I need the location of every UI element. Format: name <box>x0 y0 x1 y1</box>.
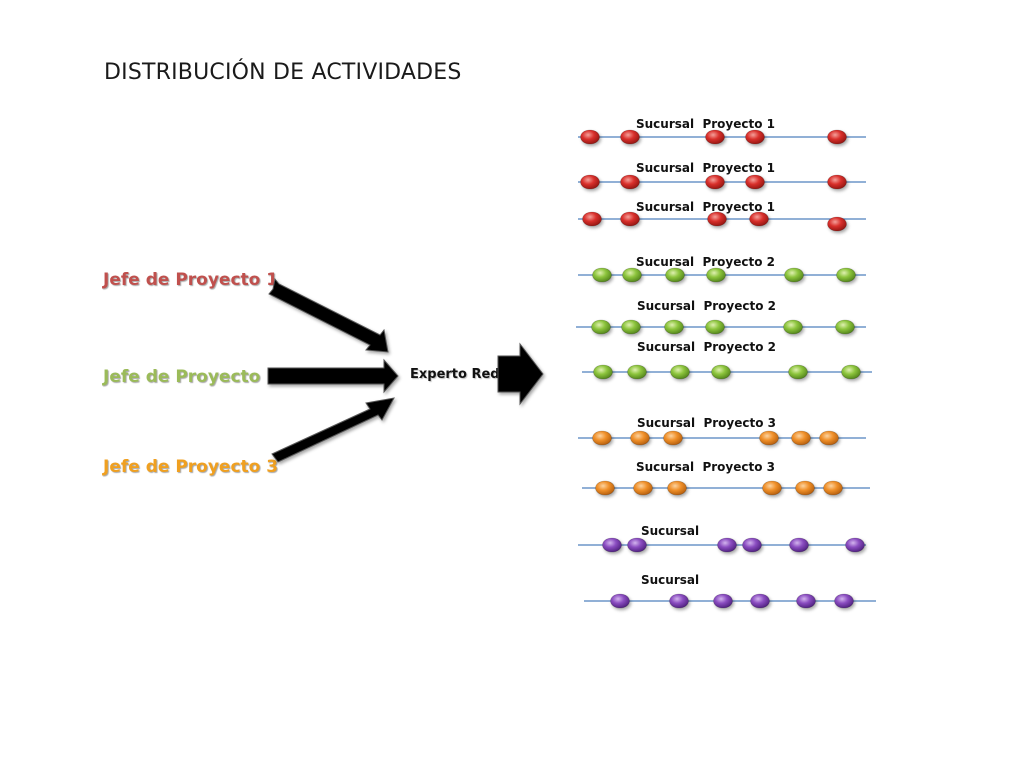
activity-dot <box>705 129 725 145</box>
activity-dot <box>835 319 855 335</box>
activity-dot <box>620 211 640 227</box>
timeline-label: Sucursal Proyecto 2 <box>637 299 776 313</box>
jefe-proyecto-3-label: Jefe de Proyecto 3 <box>103 457 279 477</box>
activity-dot <box>705 319 725 335</box>
activity-dot <box>783 319 803 335</box>
activity-dot <box>845 537 865 553</box>
activity-dot <box>630 430 650 446</box>
timeline-4: Sucursal Proyecto 2 <box>578 255 866 283</box>
activity-dot <box>745 129 765 145</box>
activity-dot <box>621 319 641 335</box>
timeline-6: Sucursal Proyecto 2 <box>582 340 872 380</box>
activity-dot <box>713 593 733 609</box>
experto-red-label: Experto Red <box>410 367 500 382</box>
arrow-jefe-3-to-experto <box>271 397 395 463</box>
timeline-10: Sucursal <box>584 573 876 609</box>
activity-dot <box>669 593 689 609</box>
activity-dot <box>836 267 856 283</box>
timeline-label: Sucursal Proyecto 1 <box>636 161 775 175</box>
activity-dot <box>582 211 602 227</box>
activity-dot <box>620 129 640 145</box>
timeline-3: Sucursal Proyecto 1 <box>578 200 866 232</box>
activity-dot <box>667 480 687 496</box>
activity-dot <box>841 364 861 380</box>
timeline-9: Sucursal <box>578 524 866 553</box>
activity-dot <box>593 364 613 380</box>
activity-dot <box>705 174 725 190</box>
timeline-label: Sucursal Proyecto 1 <box>636 200 775 214</box>
activity-dot <box>580 174 600 190</box>
activity-dot <box>789 537 809 553</box>
activity-dot <box>591 319 611 335</box>
activity-dot <box>791 430 811 446</box>
activity-dot <box>827 216 847 232</box>
arrow-jefe-1-to-experto <box>268 277 389 353</box>
activity-dot <box>595 480 615 496</box>
activity-dot <box>711 364 731 380</box>
activity-dot <box>750 593 770 609</box>
activity-dot <box>622 267 642 283</box>
activity-dot <box>834 593 854 609</box>
timeline-label: Sucursal Proyecto 3 <box>636 460 775 474</box>
activity-dot <box>707 211 727 227</box>
activity-dot <box>827 129 847 145</box>
activity-dot <box>823 480 843 496</box>
activity-dot <box>592 430 612 446</box>
activity-dot <box>670 364 690 380</box>
timeline-2: Sucursal Proyecto 1 <box>578 161 866 190</box>
activity-dot <box>665 267 685 283</box>
activity-dot <box>610 593 630 609</box>
activity-dot <box>745 174 765 190</box>
activity-dot <box>706 267 726 283</box>
page-title: DISTRIBUCIÓN DE ACTIVIDADES <box>104 60 462 85</box>
activity-dot <box>827 174 847 190</box>
timeline-label: Sucursal Proyecto 2 <box>637 340 776 354</box>
activity-dot <box>788 364 808 380</box>
activity-dot <box>749 211 769 227</box>
timeline-1: Sucursal Proyecto 1 <box>578 117 866 145</box>
timeline-label: Sucursal <box>641 573 699 587</box>
activity-dot <box>620 174 640 190</box>
activity-dot <box>796 593 816 609</box>
timeline-5: Sucursal Proyecto 2 <box>576 299 866 335</box>
activity-dot <box>717 537 737 553</box>
activity-dot <box>602 537 622 553</box>
activity-dot <box>762 480 782 496</box>
activity-dot <box>580 129 600 145</box>
activity-dot <box>819 430 839 446</box>
timeline-label: Sucursal Proyecto 3 <box>637 416 776 430</box>
arrow-jefe-2-to-experto <box>267 358 399 394</box>
timelines: Sucursal Proyecto 1 Sucursal Proyecto 1 Su… <box>576 117 876 609</box>
timeline-8: Sucursal Proyecto 3 <box>582 460 870 496</box>
timeline-label: Sucursal Proyecto 2 <box>636 255 775 269</box>
activity-dot <box>784 267 804 283</box>
activity-dot <box>795 480 815 496</box>
arrow-experto-to-sucursales <box>497 342 544 406</box>
activity-dot <box>627 537 647 553</box>
activity-dot <box>633 480 653 496</box>
activity-dot <box>663 430 683 446</box>
timeline-label: Sucursal Proyecto 1 <box>636 117 775 131</box>
activity-dot <box>592 267 612 283</box>
jefe-proyecto-1-label: Jefe de Proyecto 1 <box>103 270 279 290</box>
timeline-7: Sucursal Proyecto 3 <box>578 416 866 446</box>
activity-dot <box>742 537 762 553</box>
activity-dot <box>759 430 779 446</box>
jefe-proyecto-2-label: Jefe de Proyecto 2 <box>103 367 279 387</box>
timeline-label: Sucursal <box>641 524 699 538</box>
activity-dot <box>627 364 647 380</box>
activity-dot <box>664 319 684 335</box>
